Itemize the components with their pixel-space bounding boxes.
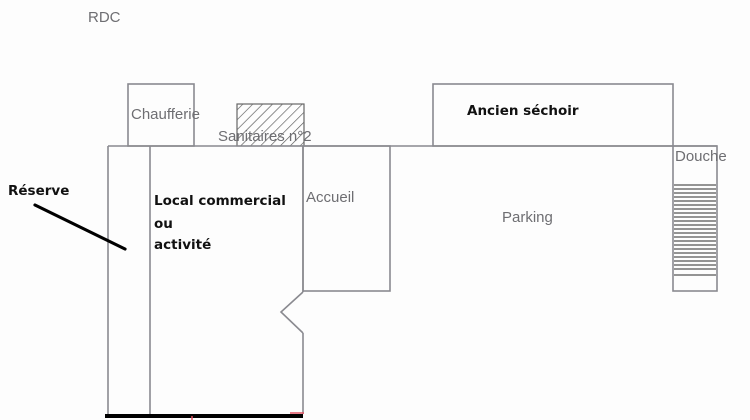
local-commercial-walls bbox=[279, 146, 304, 414]
ancien-sechoir-label: Ancien séchoir bbox=[467, 103, 579, 119]
douche-label: Douche bbox=[675, 148, 727, 165]
local-label-line2: ou bbox=[154, 216, 173, 232]
level-label: RDC bbox=[88, 9, 121, 26]
room-sanitaires: Sanitaires n°2 bbox=[218, 103, 312, 147]
parking-label: Parking bbox=[502, 209, 553, 226]
chaufferie-label: Chaufferie bbox=[131, 106, 200, 123]
room-douche: Douche bbox=[672, 145, 727, 292]
local-label-line3: activité bbox=[154, 237, 211, 253]
room-chaufferie: Chaufferie bbox=[127, 83, 200, 147]
stairs-icon bbox=[674, 184, 716, 276]
room-ancien-sechoir: Ancien séchoir bbox=[432, 83, 674, 147]
room-accueil: Accueil bbox=[302, 145, 391, 292]
local-label-line1: Local commercial bbox=[154, 193, 286, 209]
sanitaires-label: Sanitaires n°2 bbox=[218, 128, 312, 145]
accueil-label: Accueil bbox=[306, 189, 354, 206]
reserve-label: Réserve bbox=[8, 183, 69, 199]
room-reserve-strip bbox=[107, 146, 151, 414]
reserve-pointer-line bbox=[33, 203, 127, 251]
